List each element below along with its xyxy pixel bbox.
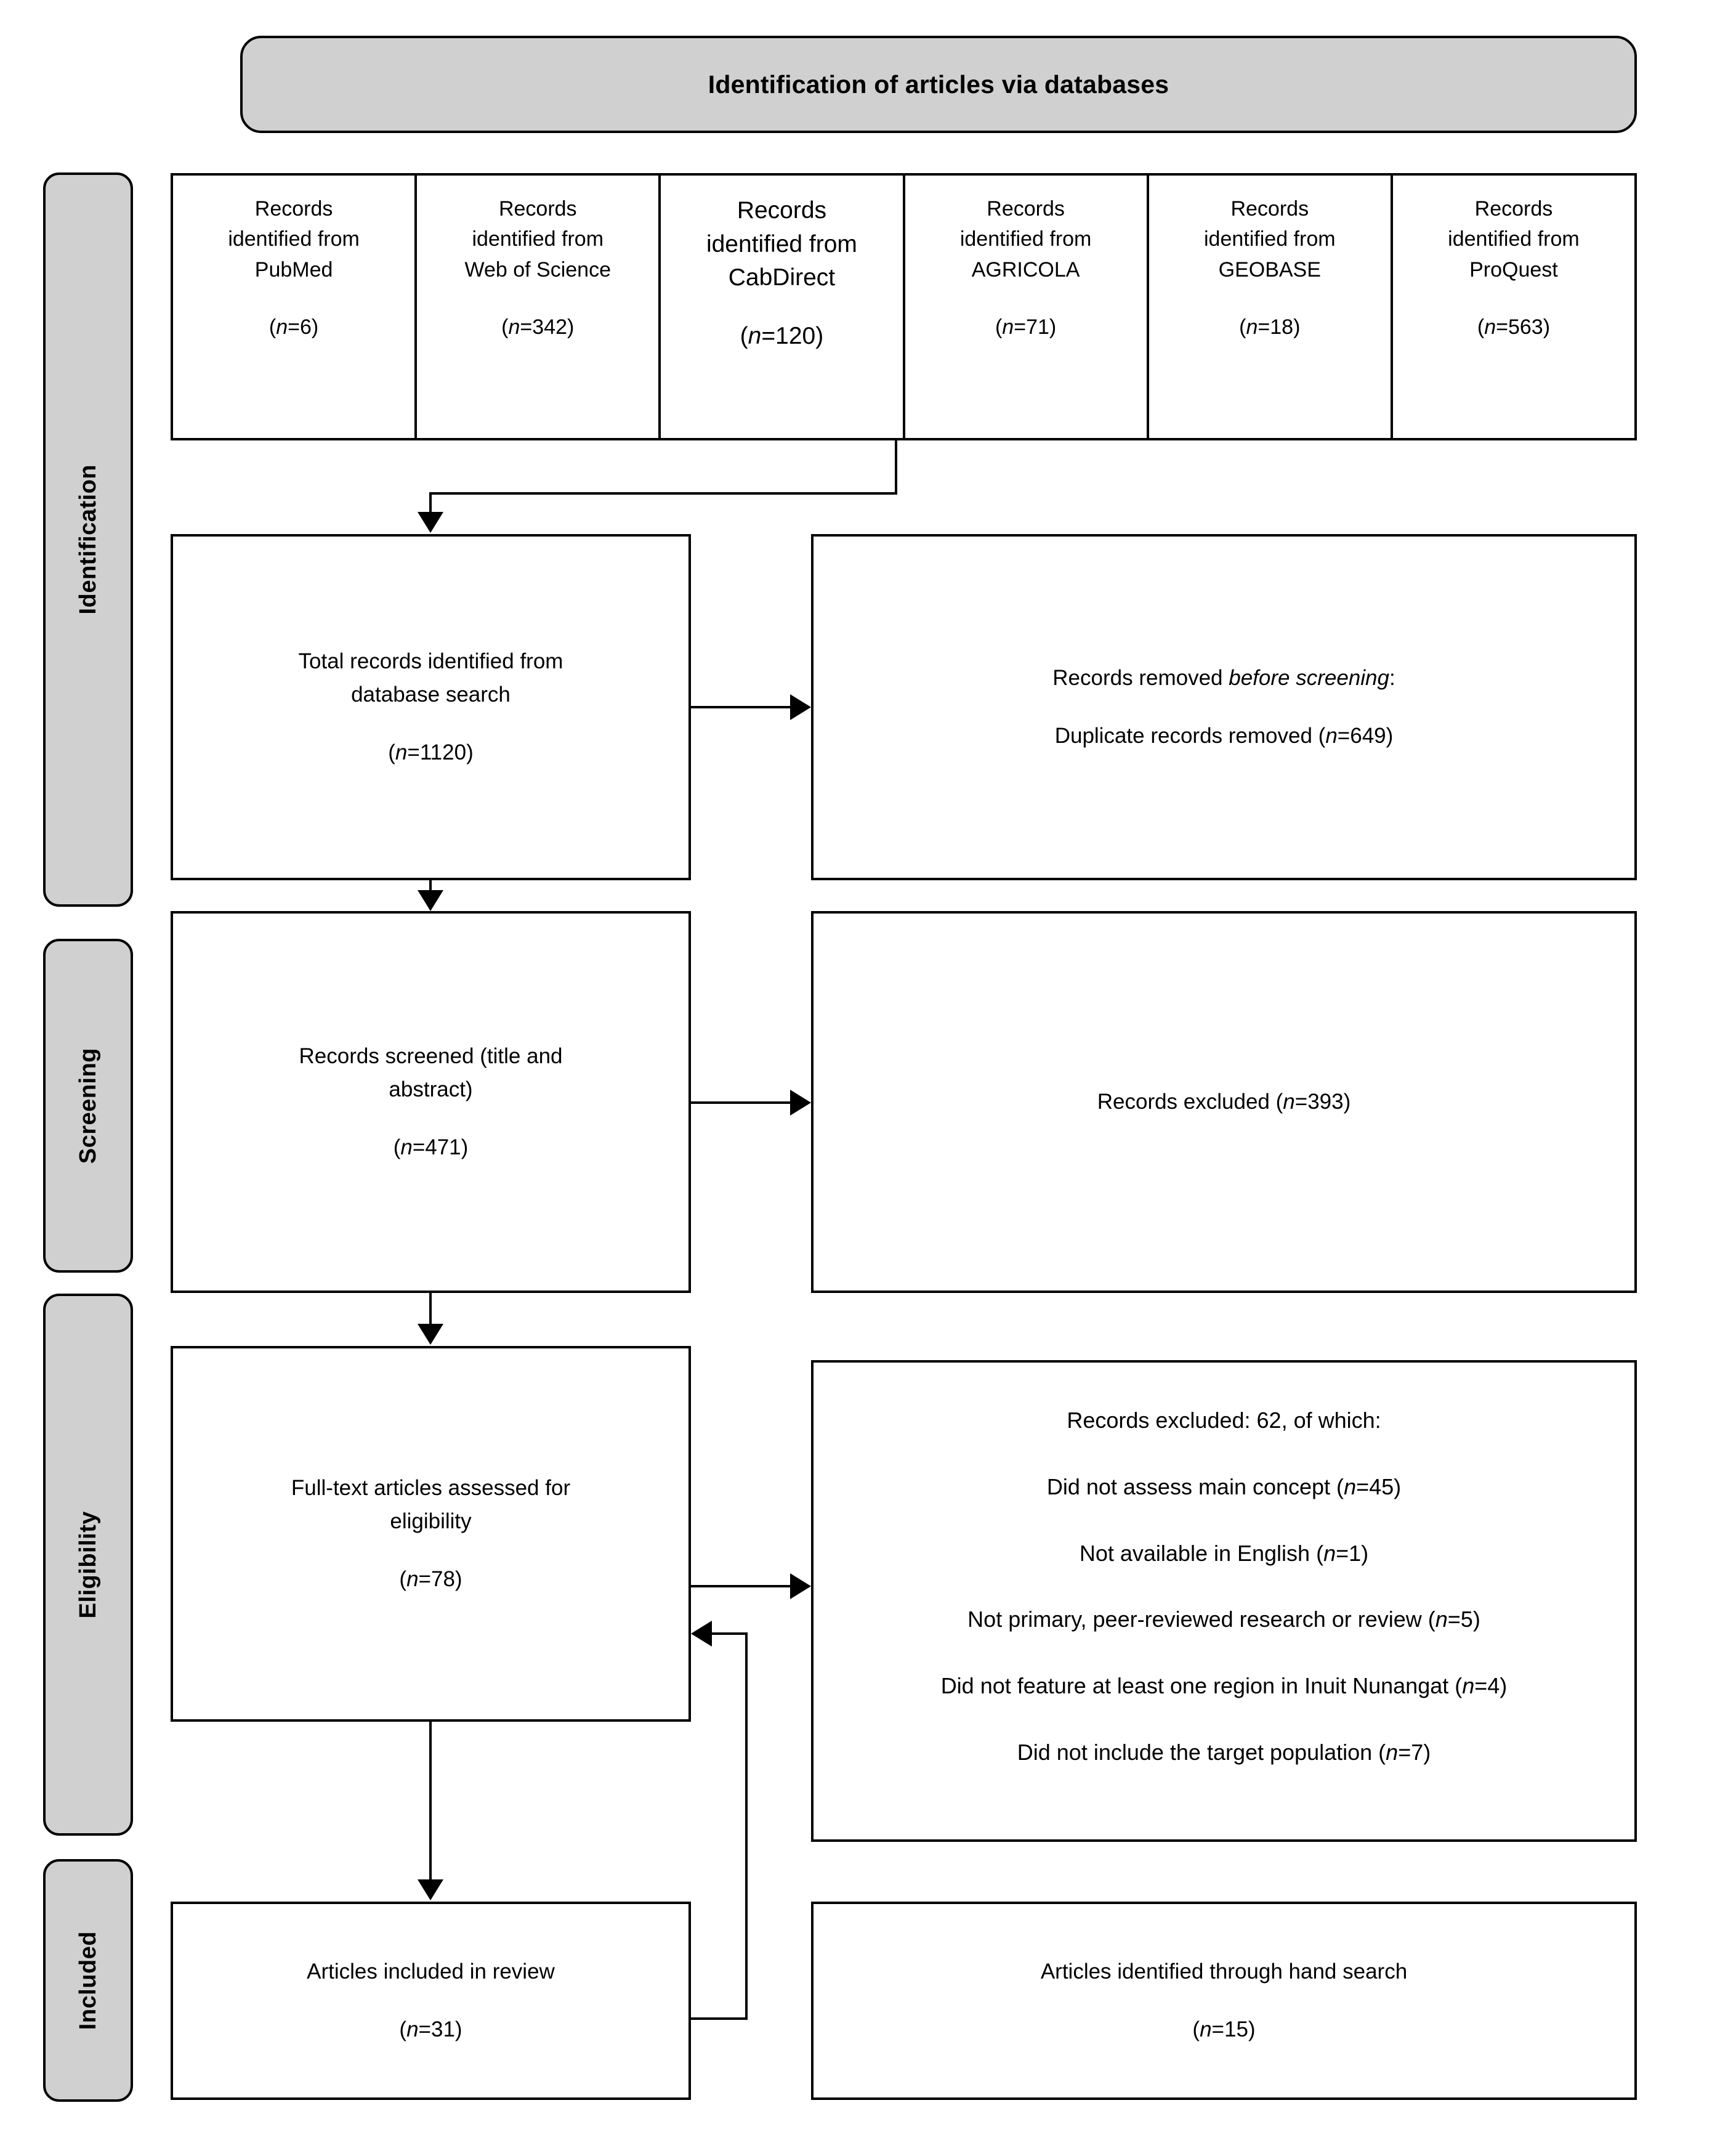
connector-handsearch-to-fulltext-seg-h-bottom [691, 2017, 748, 2020]
stage-label-identification: Identification [43, 172, 133, 907]
connector-total-to-removed-line [691, 706, 790, 708]
connector-screened-to-fulltext-line [429, 1293, 432, 1325]
excluded-reason-no-inuit-nunangat-region: Did not feature at least one region in I… [940, 1673, 1508, 1699]
records-removed-heading: Records removed before screening: [1052, 665, 1395, 690]
connector-fulltext-to-reasons-line [691, 1585, 790, 1587]
database-box-proquest: Records identified from ProQuest (n=563) [1393, 176, 1634, 438]
db-cabdirect-count: (n=120) [740, 322, 824, 349]
stage-label-eligibility: Eligibility [43, 1294, 133, 1836]
full-text-line1: Full-text articles assessed for [291, 1475, 571, 1500]
db-pubmed-line2: identified from [228, 227, 360, 251]
records-screened-box: Records screened (title and abstract) (n… [171, 911, 691, 1293]
db-geobase-count: (n=18) [1239, 315, 1301, 339]
articles-included-line1: Articles included in review [307, 1959, 555, 1984]
db-agricola-line3: AGRICOLA [971, 257, 1080, 282]
arrow-screened-to-excluded [790, 1090, 811, 1116]
db-proquest-count: (n=563) [1477, 315, 1551, 339]
arrow-db-to-total [418, 512, 443, 533]
records-screened-count: (n=471) [393, 1135, 469, 1160]
database-sources-row: Records identified from PubMed (n=6) Rec… [171, 173, 1637, 440]
excluded-reason-not-english: Not available in English (n=1) [1079, 1540, 1369, 1566]
db-cabdirect-line2: identified from [706, 230, 857, 257]
records-excluded-screening-text: Records excluded (n=393) [1097, 1089, 1351, 1114]
diagram-title: Identification of articles via databases [708, 70, 1169, 99]
hand-search-count: (n=15) [1192, 2017, 1256, 2041]
full-text-count: (n=78) [399, 1567, 462, 1592]
database-box-pubmed: Records identified from PubMed (n=6) [173, 176, 418, 438]
stage-label-screening: Screening [43, 939, 133, 1273]
total-records-count: (n=1120) [388, 740, 474, 765]
db-agricola-line1: Records [987, 197, 1065, 221]
articles-included-box: Articles included in review (n=31) [171, 1902, 691, 2100]
db-cabdirect-line3: CabDirect [728, 264, 836, 291]
records-excluded-screening-box: Records excluded (n=393) [811, 911, 1637, 1293]
records-screened-line1: Records screened (title and [299, 1044, 563, 1068]
db-pubmed-count: (n=6) [269, 315, 319, 339]
connector-handsearch-to-fulltext-seg-v [745, 1632, 748, 2020]
total-records-line1: Total records identified from [298, 649, 563, 673]
hand-search-line1: Articles identified through hand search [1040, 1959, 1408, 1984]
db-wos-count: (n=342) [501, 315, 575, 339]
database-box-web-of-science: Records identified from Web of Science (… [417, 176, 661, 438]
connector-handsearch-to-fulltext-seg-h-top [712, 1632, 748, 1635]
connector-db-to-total-seg-v1 [895, 440, 897, 495]
db-geobase-line1: Records [1230, 197, 1309, 221]
stage-label-eligibility-text: Eligibility [75, 1510, 101, 1619]
arrow-total-to-removed [790, 694, 811, 720]
excluded-reason-not-primary-research: Not primary, peer-reviewed research or r… [967, 1607, 1480, 1632]
arrow-fulltext-to-included [418, 1879, 443, 1900]
db-proquest-line3: ProQuest [1469, 257, 1558, 282]
arrow-screened-to-fulltext [418, 1324, 443, 1345]
arrow-handsearch-to-fulltext [691, 1621, 712, 1647]
connector-fulltext-to-included-line [429, 1722, 432, 1881]
db-agricola-line2: identified from [959, 227, 1092, 251]
database-box-geobase: Records identified from GEOBASE (n=18) [1149, 176, 1393, 438]
database-box-cabdirect: Records identified from CabDirect (n=120… [661, 176, 905, 438]
records-removed-detail: Duplicate records removed (n=649) [1054, 724, 1394, 748]
excluded-reason-main-concept: Did not assess main concept (n=45) [1046, 1473, 1402, 1499]
connector-total-to-screened-line [429, 880, 432, 891]
records-removed-box: Records removed before screening: Duplic… [811, 534, 1637, 880]
articles-included-count: (n=31) [399, 2017, 462, 2041]
connector-db-to-total-seg-h [429, 492, 897, 495]
records-excluded-eligibility-box: Records excluded: 62, of which: Did not … [811, 1360, 1637, 1842]
excluded-reason-no-target-population: Did not include the target population (n… [1017, 1739, 1431, 1765]
connector-screened-to-excluded-line [691, 1101, 790, 1104]
db-geobase-line2: identified from [1204, 227, 1336, 251]
db-wos-line1: Records [498, 197, 577, 221]
stage-label-included-text: Included [75, 1931, 101, 2030]
full-text-line2: eligibility [390, 1509, 472, 1533]
db-pubmed-line1: Records [254, 197, 333, 221]
stage-label-screening-text: Screening [75, 1047, 101, 1164]
connector-db-to-total-seg-v2 [429, 492, 432, 513]
excluded-eligibility-heading: Records excluded: 62, of which: [1067, 1408, 1381, 1433]
arrow-total-to-screened [418, 890, 443, 911]
database-box-agricola: Records identified from AGRICOLA (n=71) [905, 176, 1149, 438]
db-wos-line2: identified from [472, 227, 604, 251]
db-geobase-line3: GEOBASE [1218, 257, 1321, 282]
full-text-assessed-box: Full-text articles assessed for eligibil… [171, 1346, 691, 1722]
total-records-line2: database search [351, 682, 511, 707]
total-records-box: Total records identified from database s… [171, 534, 691, 880]
db-wos-line3: Web of Science [464, 257, 612, 282]
diagram-title-banner: Identification of articles via databases [240, 36, 1637, 133]
db-agricola-count: (n=71) [995, 315, 1057, 339]
db-cabdirect-line1: Records [737, 197, 827, 224]
hand-search-box: Articles identified through hand search … [811, 1902, 1637, 2100]
db-pubmed-line3: PubMed [254, 257, 333, 282]
arrow-fulltext-to-reasons [790, 1573, 811, 1599]
stage-label-included: Included [43, 1859, 133, 2102]
db-proquest-line1: Records [1474, 197, 1553, 221]
db-proquest-line2: identified from [1448, 227, 1580, 251]
stage-label-identification-text: Identification [75, 464, 101, 615]
records-screened-line2: abstract) [389, 1077, 473, 1101]
